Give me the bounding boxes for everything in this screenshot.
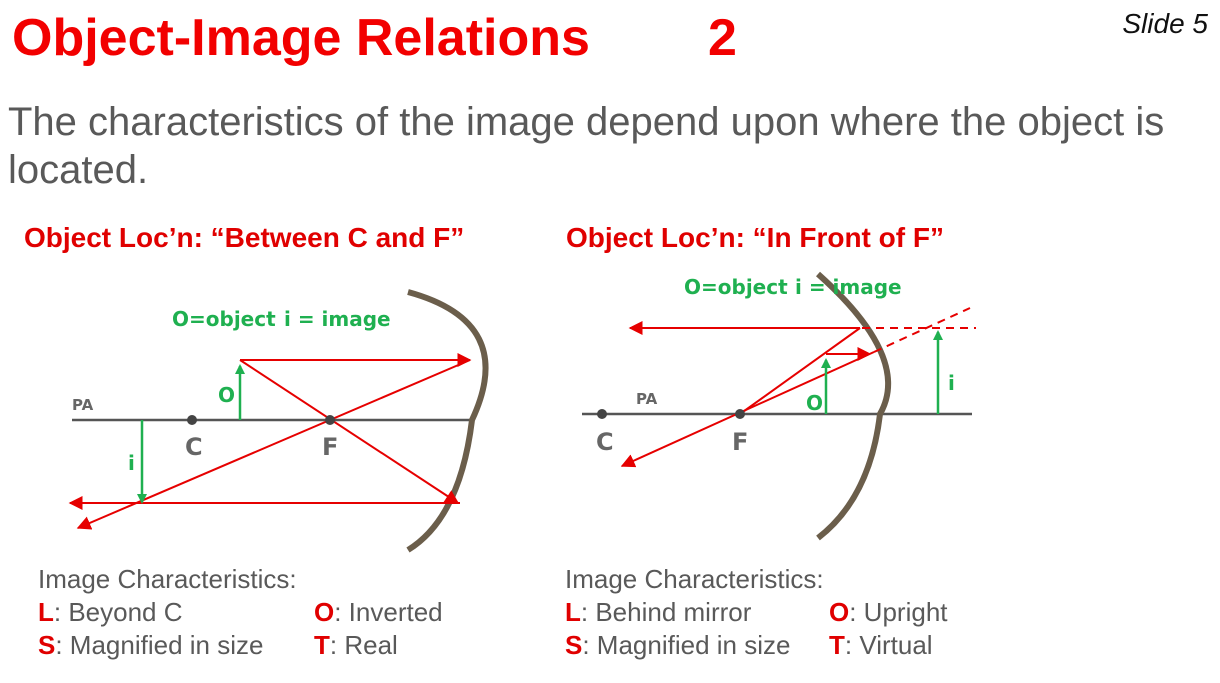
- left-mirror-diagram: O=object i = image PA C F O i: [68, 289, 489, 553]
- image-label: i: [948, 371, 955, 395]
- image-label: i: [128, 451, 135, 475]
- point-c-dot: [597, 409, 607, 419]
- ray-through-focus: [739, 327, 861, 415]
- object-label: O: [218, 383, 235, 407]
- axis-label-pa: PA: [636, 390, 658, 408]
- ray-through-focus: [239, 359, 460, 504]
- label-c: C: [185, 433, 203, 461]
- point-f-dot: [735, 409, 745, 419]
- label-f: F: [322, 433, 338, 461]
- characteristics-row: L: Beyond C O: Inverted: [38, 596, 443, 629]
- axis-label-pa: PA: [72, 396, 94, 414]
- characteristic-size: S: Magnified in size: [565, 630, 791, 660]
- concave-mirror: [406, 289, 489, 553]
- characteristics-row: L: Behind mirror O: Upright: [565, 596, 948, 629]
- characteristic-location: L: Beyond C: [38, 597, 183, 627]
- ray-reflected-through-focus: [620, 351, 875, 468]
- characteristics-row: S: Magnified in size T: Real: [38, 629, 443, 662]
- label-c: C: [596, 428, 614, 456]
- characteristics-heading: Image Characteristics:: [38, 564, 297, 594]
- slide-title-number: 2: [708, 9, 737, 67]
- legend-image: i = image: [795, 275, 902, 299]
- intro-text: The characteristics of the image depend …: [8, 100, 1165, 192]
- characteristic-type: T: Virtual: [829, 630, 933, 660]
- label-f: F: [732, 428, 748, 456]
- characteristics-row: S: Magnified in size T: Virtual: [565, 629, 948, 662]
- object-label: O: [806, 391, 823, 415]
- characteristic-orientation: O: Inverted: [314, 597, 443, 627]
- virtual-extension-diagonal: [873, 307, 971, 353]
- concave-mirror: [816, 271, 891, 541]
- point-f-dot: [325, 415, 335, 425]
- legend-object: O=object: [684, 275, 788, 299]
- characteristics-heading: Image Characteristics:: [565, 564, 824, 594]
- characteristic-orientation: O: Upright: [829, 597, 948, 627]
- slide-number-label: Slide 5: [1122, 8, 1208, 39]
- legend-object: O=object: [172, 307, 276, 331]
- right-image-characteristics: Image Characteristics: L: Behind mirror …: [565, 563, 948, 662]
- right-mirror-diagram: O=object i = image PA C F O i: [582, 271, 976, 541]
- point-c-dot: [187, 415, 197, 425]
- characteristic-size: S: Magnified in size: [38, 630, 264, 660]
- left-panel-heading: Object Loc’n: “Between C and F”: [24, 222, 465, 253]
- right-panel-heading: Object Loc’n: “In Front of F”: [566, 222, 944, 253]
- slide-title: Object-Image Relations: [12, 9, 590, 67]
- characteristic-location: L: Behind mirror: [565, 597, 752, 627]
- legend-image: i = image: [284, 307, 391, 331]
- characteristic-type: T: Real: [314, 630, 398, 660]
- left-image-characteristics: Image Characteristics: L: Beyond C O: In…: [38, 563, 443, 662]
